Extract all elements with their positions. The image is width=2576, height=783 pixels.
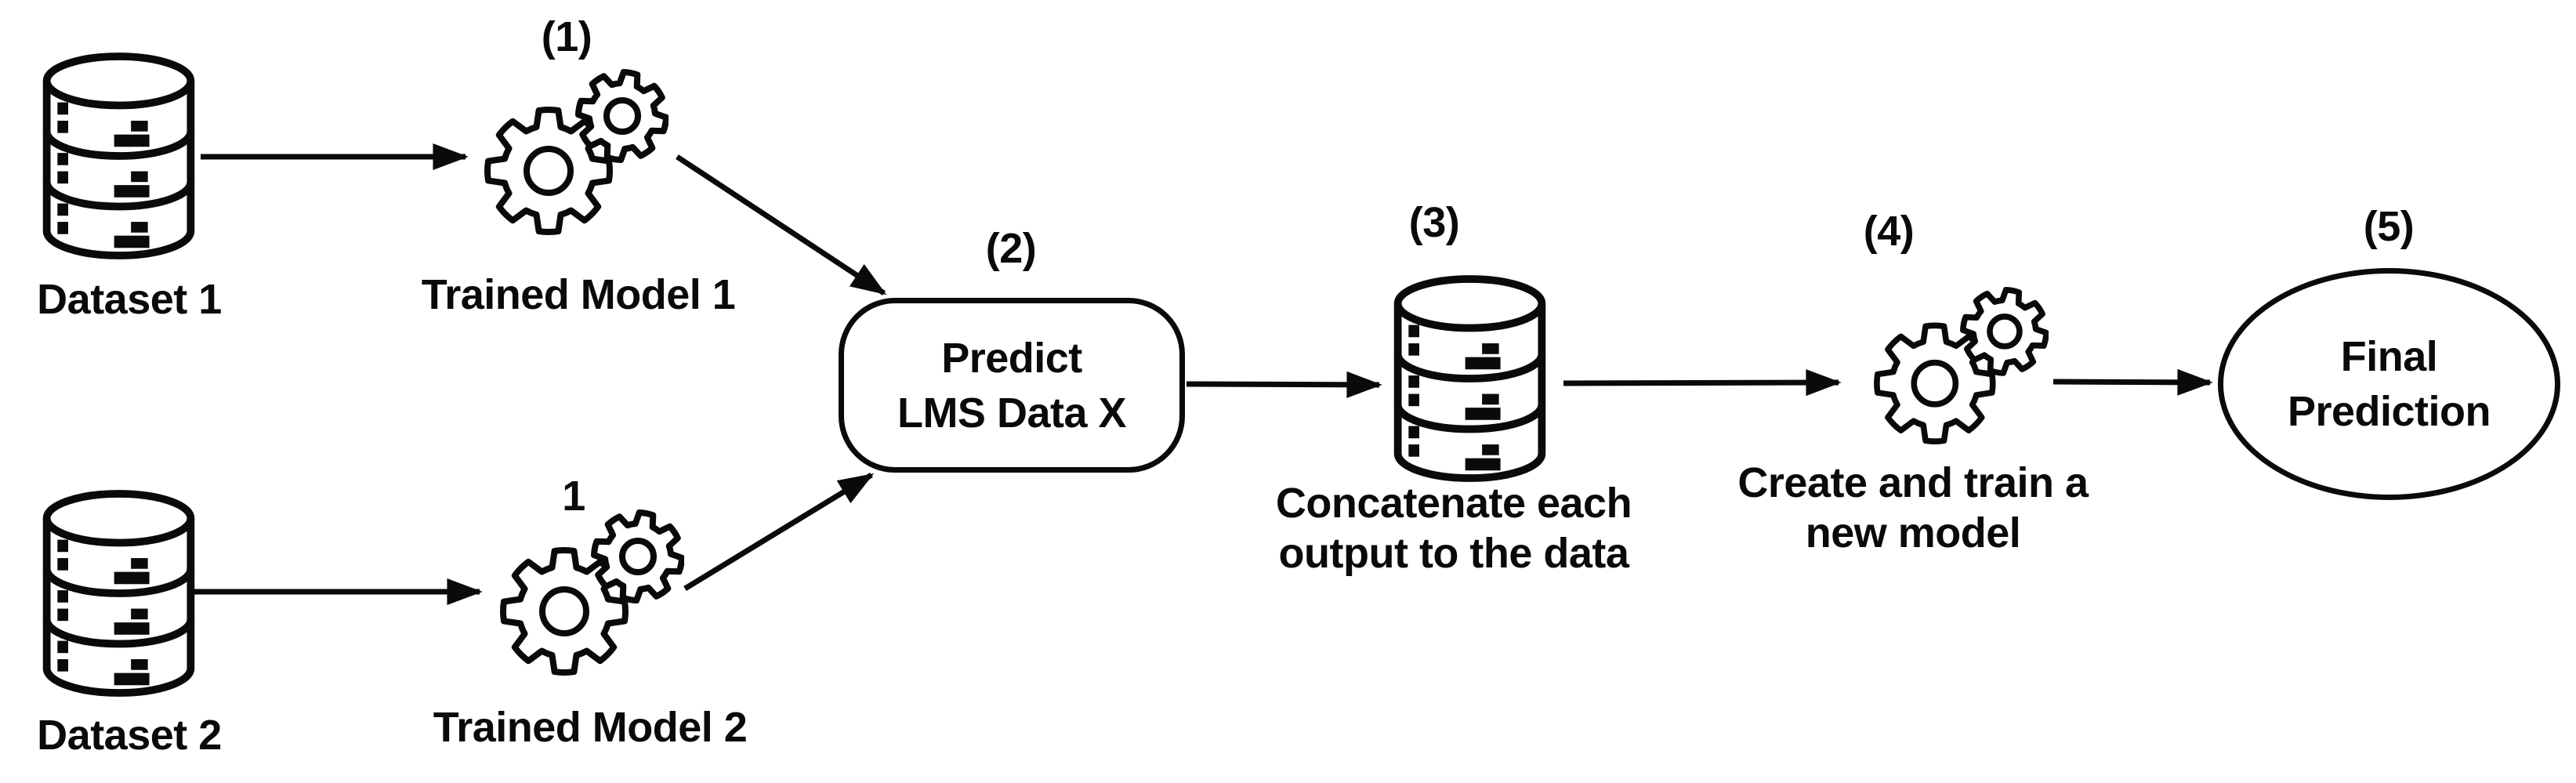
arrow-concat-to-newmodel [1563,369,1842,397]
gears-icon [484,69,668,235]
final-prediction-node: Final Prediction [2218,268,2560,500]
concat-caption-line1: Concatenate each [1275,480,1632,527]
gears-icon [500,509,684,676]
concat-caption: Concatenate each output to the data [1234,478,1673,578]
predict-node: Predict LMS Data X [839,298,1185,473]
final-line1: Final [2340,333,2438,380]
step-label-model2: 1 [562,473,585,520]
final-line2: Prediction [2287,388,2491,435]
predict-line1: Predict [941,334,1082,382]
dataset2-label: Dataset 2 [37,712,222,759]
step-label-5: (5) [2363,203,2415,250]
concat-caption-line2: output to the data [1278,530,1629,577]
step-label-2: (2) [985,225,1037,272]
database-icon [34,50,203,262]
database-icon [1386,273,1554,484]
newmodel-caption-line1: Create and train a [1737,459,2089,506]
gears-icon [1874,287,2049,444]
newmodel-caption-line2: new model [1805,509,2021,556]
model2-label: Trained Model 2 [433,704,748,751]
model1-label: Trained Model 1 [421,271,736,318]
predict-line2: LMS Data X [897,389,1127,437]
step-label-3: (3) [1408,199,1460,246]
newmodel-caption: Create and train a new model [1717,458,2109,558]
arrow-predict-to-concat [1186,371,1382,398]
step-label-4: (4) [1863,208,1915,255]
arrow-model1-to-predict [676,154,887,295]
arrow-model2-to-predict [683,473,875,591]
dataset1-label: Dataset 1 [37,276,222,323]
database-icon [34,488,203,699]
step-label-1: (1) [541,13,592,60]
